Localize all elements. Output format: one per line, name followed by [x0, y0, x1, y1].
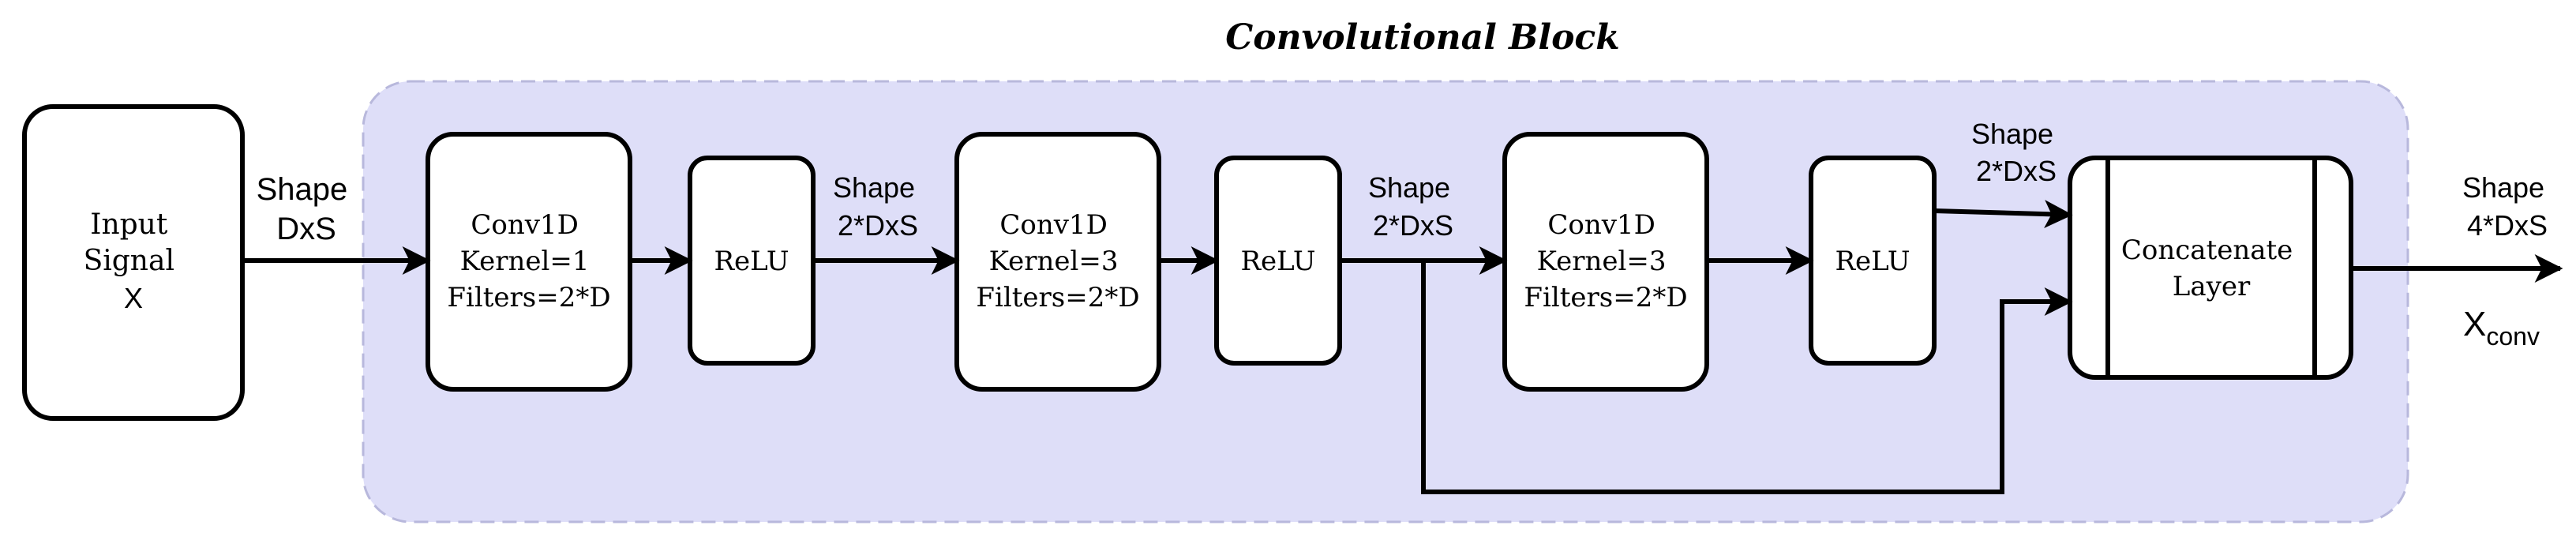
relu3-label: ReLU	[1835, 246, 1910, 277]
conv1d-k3-label-1: Conv1D Kernel=3 Filters=2*D	[976, 209, 1139, 313]
relu3-shape-label: Shape 2*DxS	[1971, 118, 2061, 187]
edge-relu3-to-concat	[1933, 200, 2073, 229]
relu1-label: ReLU	[714, 246, 789, 277]
relu2-label: ReLU	[1240, 246, 1315, 277]
input-signal-label: Input Signal X	[84, 208, 184, 314]
relu1-shape-label: Shape 2*DxS	[833, 171, 923, 242]
input-shape-label: Shape DxS	[257, 172, 357, 246]
relu2-shape-label: Shape 2*DxS	[1368, 171, 1458, 242]
conv1d-k1-label: Conv1D Kernel=1 Filters=2*D	[447, 209, 610, 313]
concatenate-layer-node	[2068, 156, 2353, 380]
edge-skip-relu2-to-concat	[1421, 261, 2073, 494]
block-title: Convolutional Block	[1225, 17, 1619, 58]
concatenate-layer-label: Concatenate Layer	[2121, 234, 2301, 302]
output-symbol: Xconv	[2463, 305, 2540, 351]
conv1d-k3-label-2: Conv1D Kernel=3 Filters=2*D	[1524, 209, 1687, 313]
output-shape-label: Shape 4*DxS	[2462, 171, 2552, 242]
